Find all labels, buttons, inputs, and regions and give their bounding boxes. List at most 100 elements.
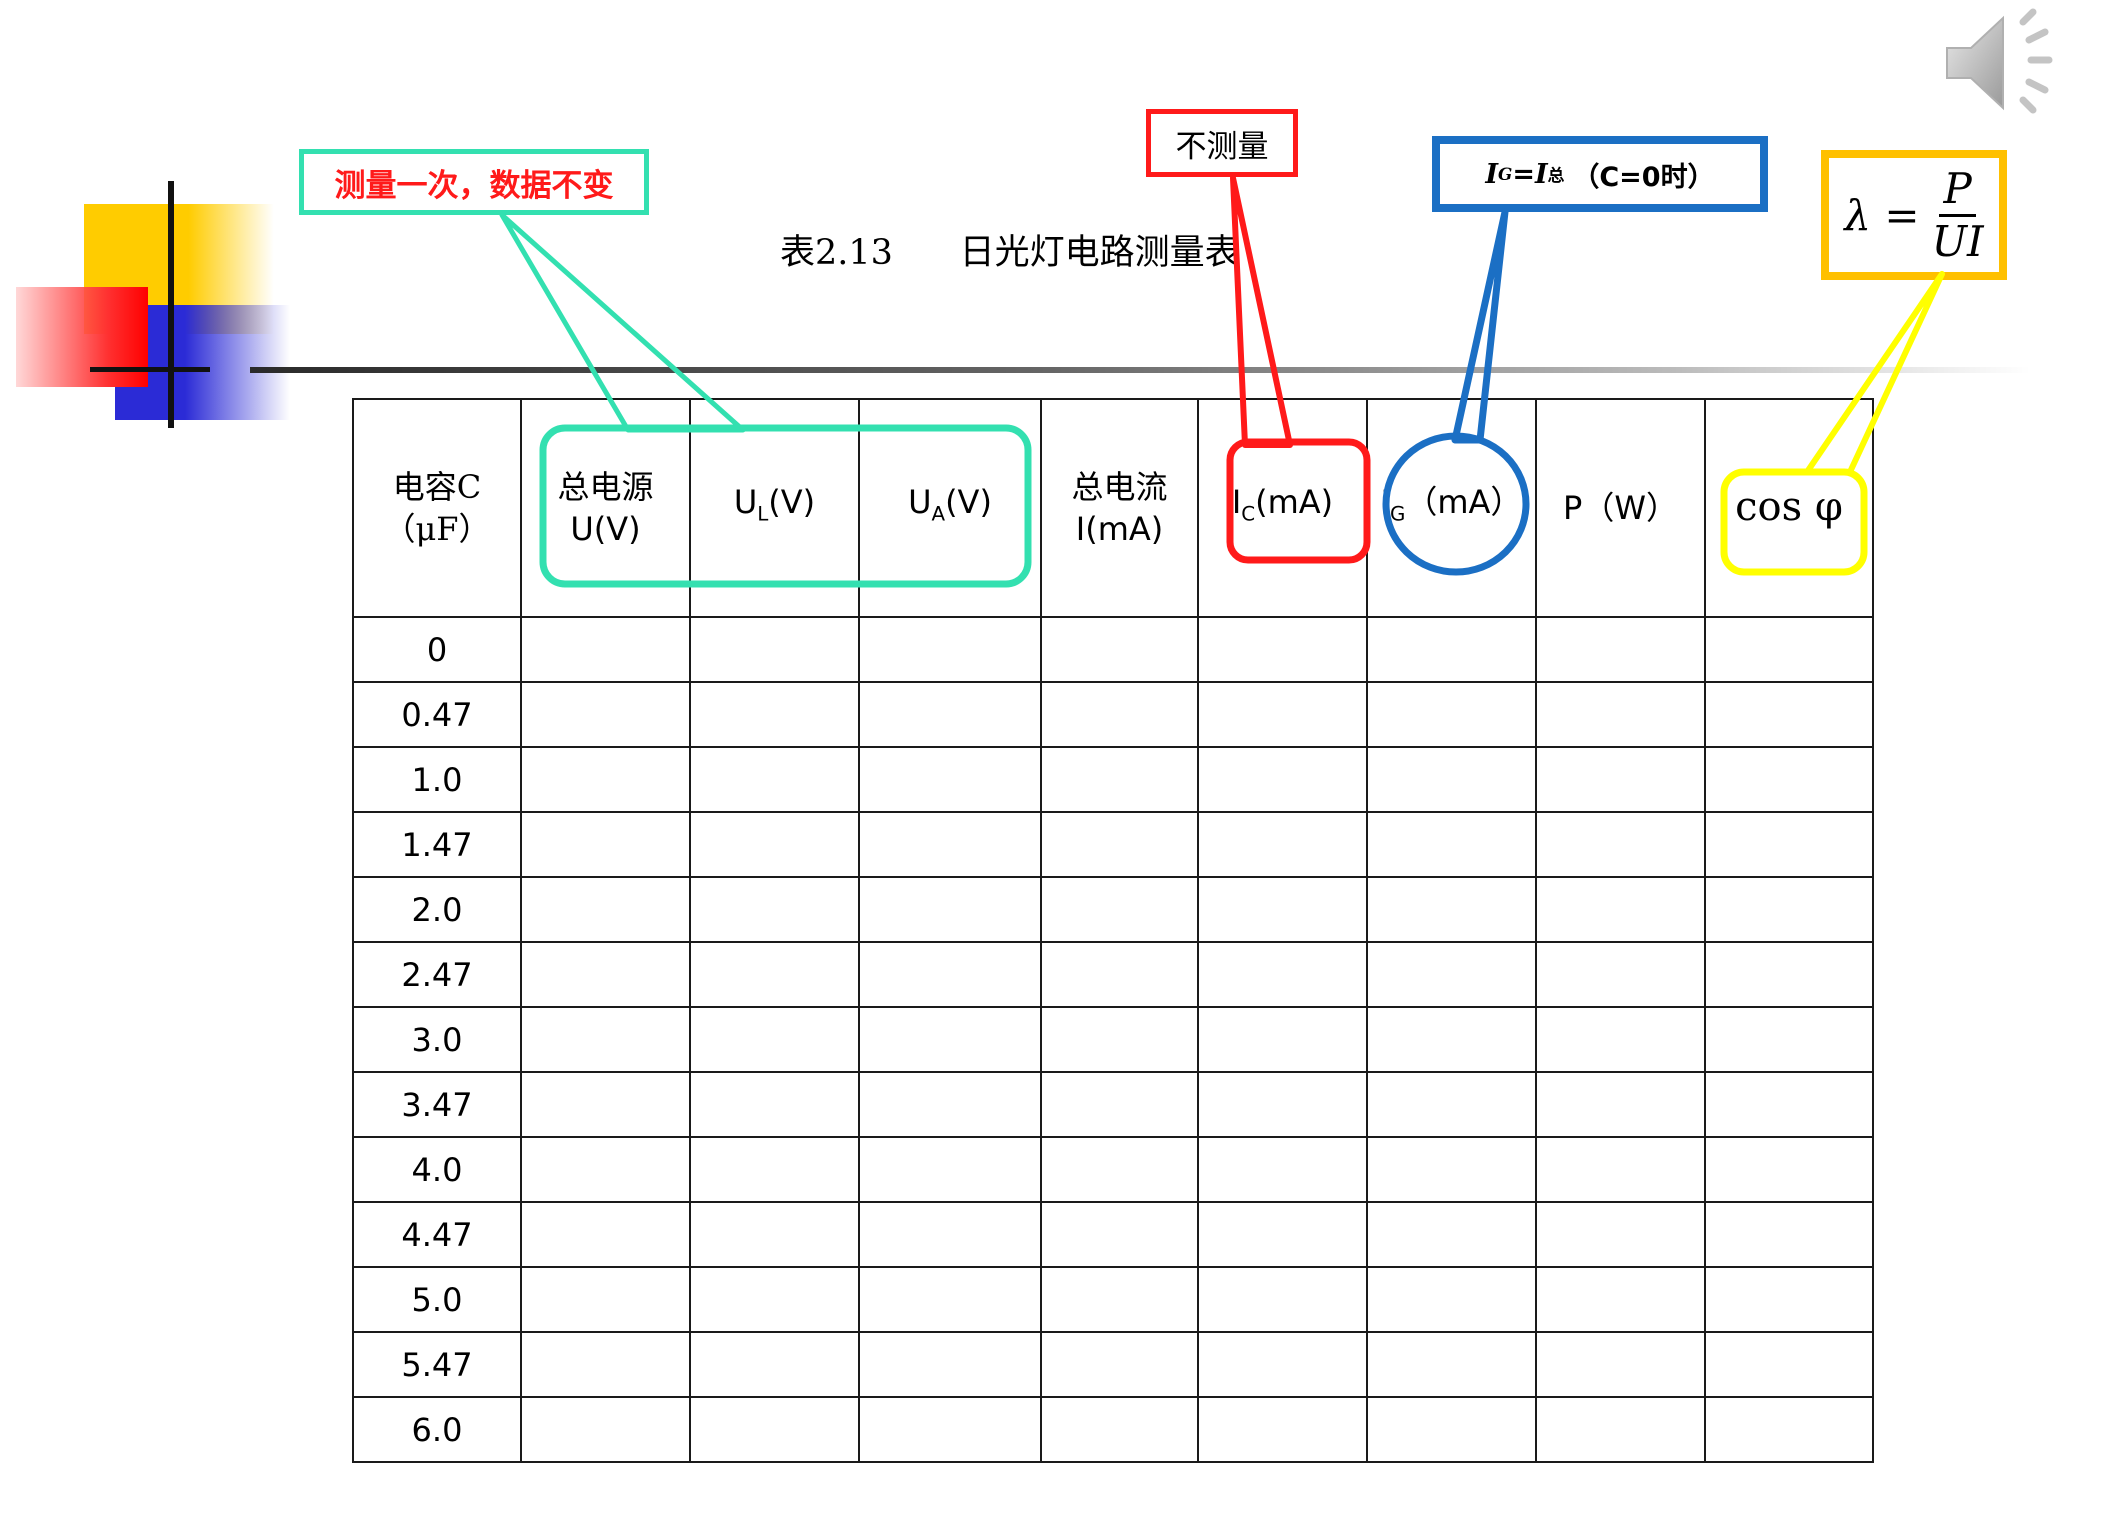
empty-cell [1040, 616, 1199, 683]
table-row: 3.47 [352, 1071, 1874, 1138]
empty-cell [1197, 681, 1368, 748]
table-row: 2.0 [352, 876, 1874, 943]
empty-cell [858, 746, 1042, 813]
empty-cell [1197, 1136, 1368, 1203]
empty-cell [858, 811, 1042, 878]
header-total-current: 总电流 I(mA) [1040, 398, 1199, 618]
empty-cell [1535, 616, 1706, 683]
empty-cell [1197, 811, 1368, 878]
empty-cell [520, 1071, 691, 1138]
table-row: 1.47 [352, 811, 1874, 878]
empty-cell [1535, 876, 1706, 943]
header-ua: UA(V) [858, 398, 1042, 618]
empty-cell [520, 746, 691, 813]
header-ic: IC(mA) [1197, 398, 1368, 618]
empty-cell [520, 876, 691, 943]
empty-cell [1366, 1331, 1537, 1398]
empty-cell [1366, 1396, 1537, 1463]
empty-cell [1535, 1136, 1706, 1203]
header-capacitance: 电容C （μF） [352, 398, 522, 618]
empty-cell [858, 616, 1042, 683]
empty-cell [520, 1331, 691, 1398]
empty-cell [1704, 941, 1874, 1008]
empty-cell [520, 1006, 691, 1073]
empty-cell [689, 1396, 860, 1463]
empty-cell [1535, 1331, 1706, 1398]
empty-cell [520, 811, 691, 878]
capacitance-cell: 4.0 [352, 1136, 522, 1203]
empty-cell [1704, 681, 1874, 748]
empty-cell [1704, 1006, 1874, 1073]
table-row: 6.0 [352, 1396, 1874, 1463]
empty-cell [1704, 1266, 1874, 1333]
empty-cell [858, 1266, 1042, 1333]
capacitance-cell: 5.47 [352, 1331, 522, 1398]
decor-vertical-line [168, 181, 174, 428]
empty-cell [689, 1266, 860, 1333]
empty-cell [1197, 876, 1368, 943]
empty-cell [1366, 616, 1537, 683]
empty-cell [1366, 746, 1537, 813]
table-row: 3.0 [352, 1006, 1874, 1073]
empty-cell [1197, 1266, 1368, 1333]
table-row: 5.0 [352, 1266, 1874, 1333]
empty-cell [1197, 1331, 1368, 1398]
empty-cell [1366, 876, 1537, 943]
empty-cell [520, 1266, 691, 1333]
header-total-voltage: 总电源 U(V) [520, 398, 691, 618]
empty-cell [1535, 1396, 1706, 1463]
table-title: 表2.13 日光灯电路测量表 [780, 233, 1240, 273]
capacitance-cell: 0.47 [352, 681, 522, 748]
empty-cell [858, 681, 1042, 748]
empty-cell [689, 1331, 860, 1398]
table-row: 4.47 [352, 1201, 1874, 1268]
empty-cell [1704, 1331, 1874, 1398]
header-power: P（W） [1535, 398, 1706, 618]
table-row: 2.47 [352, 941, 1874, 1008]
empty-cell [858, 1071, 1042, 1138]
decor-horizontal-line-left [90, 367, 210, 372]
empty-cell [1040, 681, 1199, 748]
empty-cell [1535, 811, 1706, 878]
empty-cell [689, 876, 860, 943]
empty-cell [1366, 811, 1537, 878]
empty-cell [1040, 1396, 1199, 1463]
empty-cell [1040, 1331, 1199, 1398]
empty-cell [858, 1006, 1042, 1073]
empty-cell [520, 1201, 691, 1268]
empty-cell [1040, 811, 1199, 878]
empty-cell [1535, 681, 1706, 748]
table-header-row: 电容C （μF） 总电源 U(V) UL(V) UA(V) 总电流 I(mA) … [352, 398, 1874, 618]
empty-cell [1040, 1201, 1199, 1268]
empty-cell [1040, 941, 1199, 1008]
header-ig: IG（mA） [1366, 398, 1537, 618]
empty-cell [689, 941, 860, 1008]
capacitance-cell: 5.0 [352, 1266, 522, 1333]
empty-cell [1535, 1006, 1706, 1073]
empty-cell [1197, 1006, 1368, 1073]
empty-cell [1704, 1201, 1874, 1268]
empty-cell [1704, 1396, 1874, 1463]
empty-cell [689, 681, 860, 748]
empty-cell [1704, 1136, 1874, 1203]
capacitance-cell: 4.47 [352, 1201, 522, 1268]
empty-cell [1704, 746, 1874, 813]
header-ul: UL(V) [689, 398, 860, 618]
empty-cell [858, 1396, 1042, 1463]
capacitance-cell: 1.47 [352, 811, 522, 878]
empty-cell [1366, 1266, 1537, 1333]
empty-cell [520, 941, 691, 1008]
empty-cell [1366, 1201, 1537, 1268]
empty-cell [1197, 941, 1368, 1008]
empty-cell [520, 681, 691, 748]
empty-cell [1197, 746, 1368, 813]
empty-cell [689, 1006, 860, 1073]
empty-cell [858, 1331, 1042, 1398]
table-row: 5.47 [352, 1331, 1874, 1398]
speaker-volume-icon[interactable] [1925, 0, 2075, 120]
empty-cell [1704, 1071, 1874, 1138]
empty-cell [858, 941, 1042, 1008]
callout-lambda-formula: λ = P UI [1821, 150, 2007, 280]
empty-cell [689, 746, 860, 813]
empty-cell [1704, 616, 1874, 683]
